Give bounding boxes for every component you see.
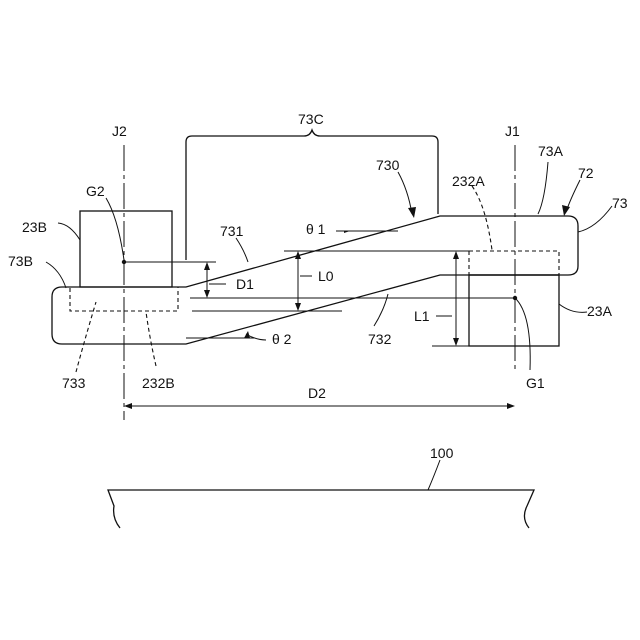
bracket-73c xyxy=(186,130,438,260)
leader-73 xyxy=(578,206,612,232)
leader-23a xyxy=(559,304,587,312)
leader-730 xyxy=(398,172,412,214)
dim-l1-arrow-bottom xyxy=(453,338,459,346)
label-l0: L0 xyxy=(318,268,334,284)
label-73: 73 xyxy=(612,195,628,211)
leader-g2 xyxy=(106,198,124,260)
label-72: 72 xyxy=(578,165,594,181)
label-232b: 232B xyxy=(142,375,175,391)
label-730: 730 xyxy=(376,157,400,173)
dim-d1-arrow-bottom xyxy=(204,290,210,298)
label-73a: 73A xyxy=(538,143,564,159)
block-23a xyxy=(469,275,559,346)
label-73b: 73B xyxy=(8,253,33,269)
leader-730-arrow xyxy=(408,207,416,218)
leader-100 xyxy=(428,460,440,490)
leader-73b xyxy=(46,262,66,288)
label-g1: G1 xyxy=(526,375,545,391)
leader-733 xyxy=(76,302,96,372)
label-d2: D2 xyxy=(308,385,326,401)
dim-d2-arrow-right xyxy=(507,403,515,409)
label-232a: 232A xyxy=(452,173,485,189)
label-theta1: θ 1 xyxy=(306,221,326,237)
label-73c: 73C xyxy=(298,111,324,127)
dim-l1-arrow-top xyxy=(453,251,459,259)
label-theta2: θ 2 xyxy=(272,331,292,347)
label-733: 733 xyxy=(62,375,86,391)
label-731: 731 xyxy=(220,223,244,239)
leader-232b xyxy=(146,312,156,366)
label-j1: J1 xyxy=(505,123,520,139)
label-23b: 23B xyxy=(22,219,47,235)
leader-72-arrow xyxy=(562,205,570,216)
surface-100 xyxy=(108,490,534,528)
label-g2: G2 xyxy=(86,183,105,199)
leader-732 xyxy=(374,294,388,326)
label-d1: D1 xyxy=(236,276,254,292)
dim-d1-arrow-top xyxy=(204,262,210,270)
block-23b xyxy=(80,211,172,287)
leader-232a xyxy=(472,186,492,250)
leader-23b xyxy=(58,223,80,240)
label-l1: L1 xyxy=(414,308,430,324)
label-732: 732 xyxy=(368,331,392,347)
leader-73a xyxy=(538,162,548,214)
dashed-region-232a xyxy=(469,251,559,275)
label-100: 100 xyxy=(430,445,454,461)
label-j2: J2 xyxy=(112,123,127,139)
dim-l0-arrow-bottom xyxy=(295,303,301,311)
label-23a: 23A xyxy=(587,303,613,319)
leader-g1 xyxy=(515,298,530,370)
leader-731 xyxy=(236,238,248,262)
dim-d2-arrow-left xyxy=(124,403,132,409)
